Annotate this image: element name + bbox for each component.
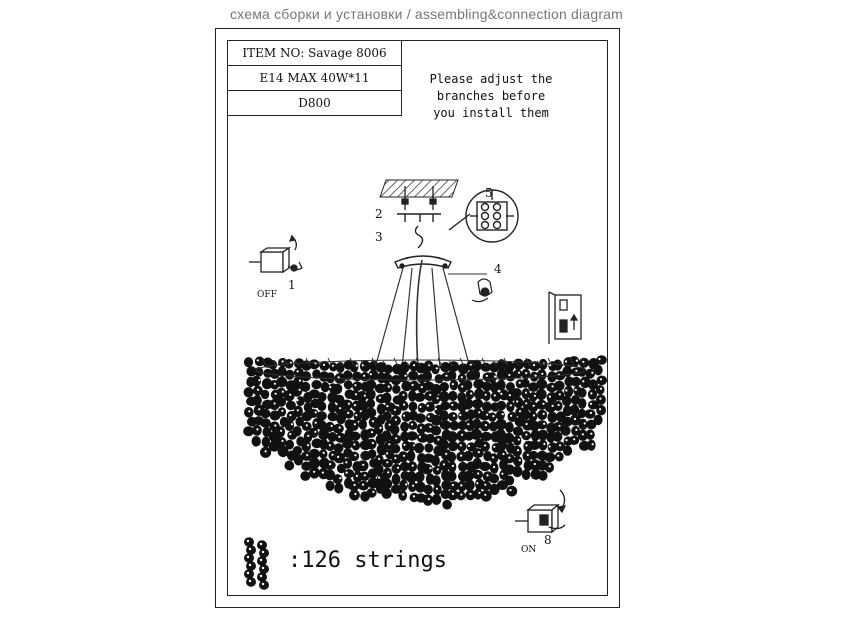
mounting-bar-icon (397, 213, 441, 249)
ceiling-icon (379, 179, 459, 198)
canopy-plate-icon (394, 255, 452, 269)
adjust-branches-notice: Please adjust the branches before you in… (410, 71, 572, 122)
wall-switch-on-icon (515, 489, 567, 534)
notice-line-3: you install them (433, 106, 549, 120)
notice-line-2: branches before (436, 89, 546, 103)
support-ring (255, 359, 587, 381)
hand-twist-icon (471, 278, 493, 303)
crystal-string-icon (244, 537, 269, 590)
step-4-label: 4 (494, 262, 502, 276)
step-3-label: 3 (375, 230, 383, 244)
wall-switch-off-icon (249, 234, 303, 274)
suspension-wires (374, 259, 487, 371)
crystal-strings-body (243, 355, 607, 510)
step-1-label: 1 (288, 278, 296, 292)
step-5-label: 5 (485, 186, 493, 200)
notice-line-1: Please adjust the (429, 72, 553, 86)
spec-table: ITEM NO: Savage 8006 E14 MAX 40W*11 D800 (227, 40, 402, 116)
breaker-panel-icon (548, 291, 582, 344)
diagram-outer-frame (215, 28, 620, 608)
switch-off-label: OFF (257, 290, 277, 300)
page-title: схема сборки и установки / assembling&co… (229, 6, 624, 22)
step-8-label: 8 (544, 533, 552, 547)
mounting-screws-icon (401, 186, 437, 210)
diameter-cell: D800 (227, 90, 402, 116)
strings-count-label: :126 strings (288, 548, 447, 573)
step-2-label: 2 (375, 207, 383, 221)
switch-on-label: ON (521, 545, 537, 555)
terminal-block-detail-icon (448, 189, 519, 243)
diagram-inner-frame (227, 40, 608, 596)
